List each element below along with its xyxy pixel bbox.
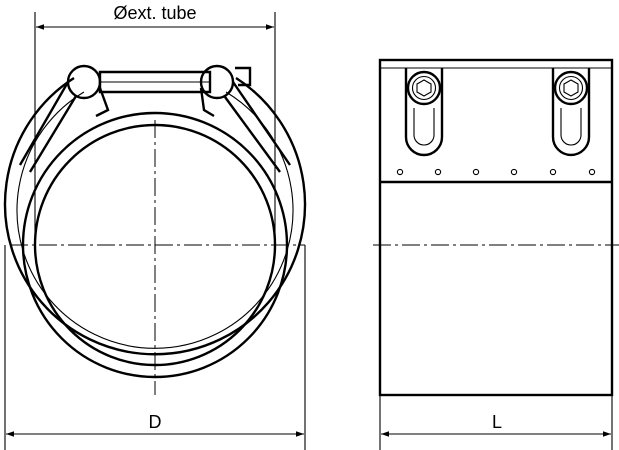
left-slot-inner (413, 108, 435, 146)
left-lug (18, 81, 110, 173)
front-view: Øext. tube D (3, 3, 307, 450)
rivet-hole (588, 168, 596, 176)
side-body (378, 58, 614, 397)
right-lug-slot (551, 68, 591, 157)
rivet-hole (434, 168, 442, 176)
left-lug-slot (404, 68, 444, 157)
left-pin (66, 64, 102, 100)
d-label: D (149, 412, 162, 432)
ext-tube-label: Øext. tube (113, 3, 196, 23)
left-bolt-icon (406, 70, 442, 106)
left-bolt-rim (411, 75, 437, 101)
right-slot-inner (560, 108, 582, 146)
rivet-hole (510, 168, 518, 176)
band-inner-edge (16, 91, 294, 349)
right-bolt-icon (553, 70, 589, 106)
l-label: L (492, 412, 502, 432)
right-bolt-hex-socket (563, 79, 579, 97)
right-bolt-rim (558, 75, 584, 101)
side-view: L (373, 58, 619, 450)
right-lug (199, 81, 291, 173)
rivet-hole (549, 168, 557, 176)
bridge-tab (235, 66, 252, 87)
left-bolt-hex-socket (416, 79, 432, 97)
rivet-hole (472, 168, 480, 176)
rivet-hole (396, 168, 404, 176)
